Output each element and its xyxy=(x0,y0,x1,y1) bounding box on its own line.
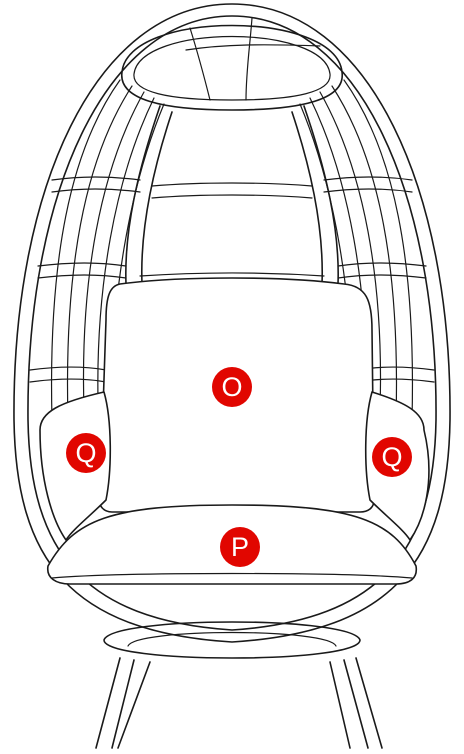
base-ring xyxy=(104,622,360,658)
label-marker-seat-cushion: P xyxy=(220,527,260,567)
stand-legs xyxy=(96,658,382,748)
top-cap-outer xyxy=(122,26,342,111)
label-marker-right-arm-pillow: Q xyxy=(372,437,412,477)
label-marker-back-cushion: O xyxy=(212,367,252,407)
top-cap-grid xyxy=(186,18,320,100)
label-marker-left-arm-pillow: Q xyxy=(66,433,106,473)
base-ring-inner xyxy=(128,633,336,647)
